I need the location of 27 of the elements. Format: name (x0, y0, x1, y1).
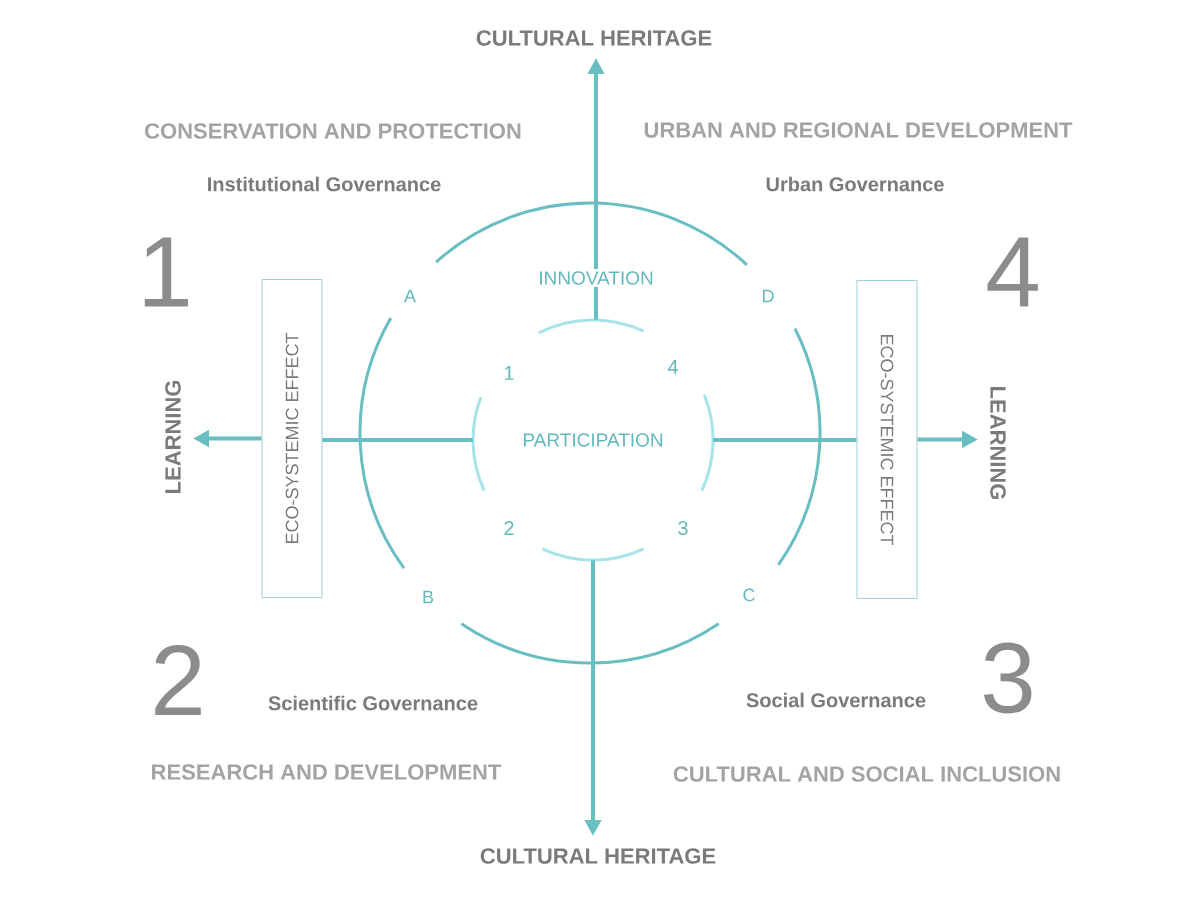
axis-label: CULTURAL HERITAGE (480, 848, 716, 864)
segment-number: 3 (678, 520, 688, 536)
effect-box: ECO-SYSTEMIC EFFECT (856, 280, 918, 599)
sector-letter: B (423, 590, 434, 604)
governance-label: Scientific Governance (268, 695, 478, 711)
section-heading: CULTURAL AND SOCIAL INCLUSION (673, 766, 1060, 782)
ring-label: INNOVATION (540, 271, 653, 285)
section-heading: RESEARCH AND DEVELOPMENT (152, 764, 502, 780)
axis-label: CULTURAL HERITAGE (476, 30, 712, 46)
section-heading: URBAN AND REGIONAL DEVELOPMENT (644, 122, 1073, 138)
segment-number: 4 (667, 360, 678, 374)
quadrant-number: 4 (987, 237, 1038, 307)
governance-label: Institutional Governance (208, 176, 441, 192)
governance-label: Urban Governance (766, 176, 944, 192)
section-heading: CONSERVATION AND PROTECTION (145, 123, 521, 139)
sector-letter: D (763, 289, 774, 303)
axis-label: LEARNING (990, 387, 1006, 500)
sector-letter: A (404, 289, 416, 303)
segment-number: 1 (504, 366, 514, 380)
quadrant-number: 3 (984, 642, 1032, 714)
quadrant-number: 2 (155, 645, 201, 715)
segment-number: 2 (504, 521, 514, 535)
effect-box: ECO-SYSTEMIC EFFECT (261, 279, 323, 598)
governance-label: Social Governance (746, 692, 926, 708)
quadrant-number: 1 (144, 237, 188, 307)
sector-letter: C (743, 588, 755, 602)
axis-label: LEARNING (165, 380, 181, 493)
